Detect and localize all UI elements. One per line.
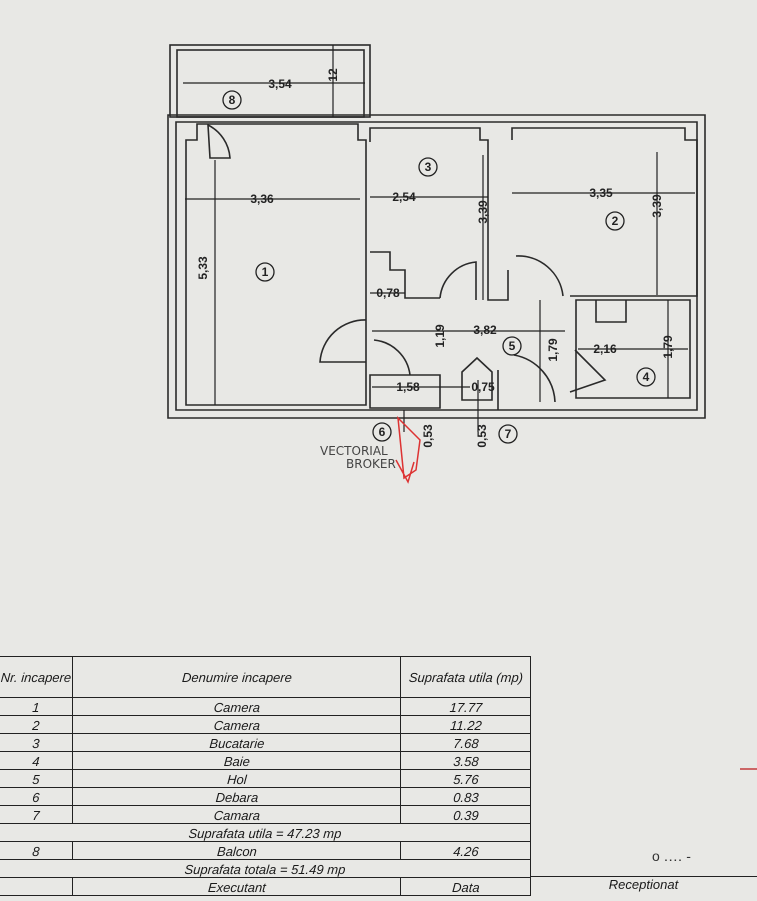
cell-nr: 8 xyxy=(0,841,74,860)
room-area-table: Nr. incapere Denumire incapere Suprafata… xyxy=(0,656,532,896)
dim-balcony-width: 3,54 xyxy=(268,77,292,91)
grand-total: Suprafata totala = 51.49 mp xyxy=(0,859,532,878)
cell-name: Bucatarie xyxy=(71,733,402,752)
date-label: Data xyxy=(399,877,532,896)
room-3-wall xyxy=(369,127,509,301)
watermark-line1: VECTORIAL xyxy=(320,444,388,458)
hall-door xyxy=(513,354,556,403)
dim-room3-length: 3,39 xyxy=(476,200,490,224)
balcony-door xyxy=(207,123,231,159)
dim-step: 0,78 xyxy=(376,286,400,300)
cell-nr: 7 xyxy=(0,805,74,824)
dim-debara-width: 1,58 xyxy=(396,380,420,394)
dim-room3-width: 2,54 xyxy=(392,190,416,204)
cell-area: 0.39 xyxy=(399,805,532,824)
dim-room2-width: 3,35 xyxy=(589,186,613,200)
table-header: Nr. incapere Denumire incapere Suprafata… xyxy=(0,656,532,698)
receptionat-label: Receptionat xyxy=(530,876,757,901)
bath-niche xyxy=(595,300,627,323)
dim-debara-depth: 0,53 xyxy=(421,424,435,448)
cell-area: 17.77 xyxy=(399,697,532,716)
cell-name: Balcon xyxy=(71,841,402,860)
cell-area: 4.26 xyxy=(399,841,532,860)
cell-area: 11.22 xyxy=(399,715,532,734)
header-name: Denumire incapere xyxy=(71,656,402,698)
useful-total-row: Suprafata utila = 47.23 mp xyxy=(0,823,532,842)
dim-bath-width: 2,16 xyxy=(593,342,617,356)
cell-name: Baie xyxy=(71,751,402,770)
room-6-label: 6 xyxy=(379,425,386,439)
dim-room1-length: 5,33 xyxy=(196,256,210,280)
dim-hall-depth-2: 1,79 xyxy=(546,338,560,362)
room-4-label: 4 xyxy=(643,370,650,384)
header-nr: Nr. incapere xyxy=(0,656,74,698)
room-2-door xyxy=(515,255,564,297)
camara-wall xyxy=(461,356,493,401)
cell-nr: 1 xyxy=(0,697,74,716)
dim-room1-width: 3,36 xyxy=(250,192,274,206)
bath-door xyxy=(569,349,607,393)
debara-door xyxy=(373,339,411,376)
room-3-label: 3 xyxy=(425,160,432,174)
cell-nr: 4 xyxy=(0,751,74,770)
room-7-label: 7 xyxy=(505,427,512,441)
watermark-line2: BROKER xyxy=(346,457,396,471)
cell-name: Camera xyxy=(71,715,402,734)
outer-wall-inner xyxy=(175,121,698,411)
dim-camara-width: 0,75 xyxy=(471,380,495,394)
cell-name: Debara xyxy=(71,787,402,806)
cell-empty xyxy=(0,877,74,896)
header-area: Suprafata utila (mp) xyxy=(399,656,532,698)
dim-bath-length: 1,79 xyxy=(661,335,675,359)
dim-room2-length: 3,39 xyxy=(650,194,664,218)
cell-name: Hol xyxy=(71,769,402,788)
floor-plan: 3,54 12 3,36 5,33 2,54 3,39 3,35 3,39 0,… xyxy=(167,44,706,484)
room-2-label: 2 xyxy=(612,214,619,228)
debara-wall xyxy=(369,374,441,409)
cell-name: Camera xyxy=(71,697,402,716)
cell-area: 3.58 xyxy=(399,751,532,770)
cell-area: 0.83 xyxy=(399,787,532,806)
cell-nr: 6 xyxy=(0,787,74,806)
executant-label: Executant xyxy=(71,877,402,896)
bath-wall xyxy=(575,299,691,399)
cell-name: Camara xyxy=(71,805,402,824)
room-1-label: 1 xyxy=(262,265,269,279)
room-2-wall xyxy=(511,127,698,297)
useful-total: Suprafata utila = 47.23 mp xyxy=(0,823,532,842)
room-markers: 8 1 3 2 5 4 6 7 xyxy=(222,90,656,444)
signature-mark: o ‥‥ ‐ xyxy=(652,848,691,864)
dim-camara-depth: 0,53 xyxy=(475,424,489,448)
dimension-lines xyxy=(183,45,695,432)
cell-area: 7.68 xyxy=(399,733,532,752)
room-5-label: 5 xyxy=(509,339,516,353)
room-8-label: 8 xyxy=(229,93,236,107)
dimension-labels: 3,54 12 3,36 5,33 2,54 3,39 3,35 3,39 0,… xyxy=(196,68,675,448)
cell-nr: 5 xyxy=(0,769,74,788)
watermark-logo: VECTORIAL BROKER xyxy=(320,415,421,484)
room-1-wall xyxy=(185,123,367,406)
dim-hall-depth: 1,19 xyxy=(433,324,447,348)
cell-nr: 3 xyxy=(0,733,74,752)
cell-nr: 2 xyxy=(0,715,74,734)
dim-hall-width: 3,82 xyxy=(473,323,497,337)
cell-area: 5.76 xyxy=(399,769,532,788)
entrance-door xyxy=(319,319,367,363)
dim-balcony-depth: 12 xyxy=(326,68,340,82)
grand-total-row: Suprafata totala = 51.49 mp xyxy=(0,859,532,878)
outer-wall xyxy=(167,114,706,419)
kitchen-door xyxy=(439,261,477,300)
kitchen-steps xyxy=(370,251,440,299)
red-mark xyxy=(740,768,757,770)
